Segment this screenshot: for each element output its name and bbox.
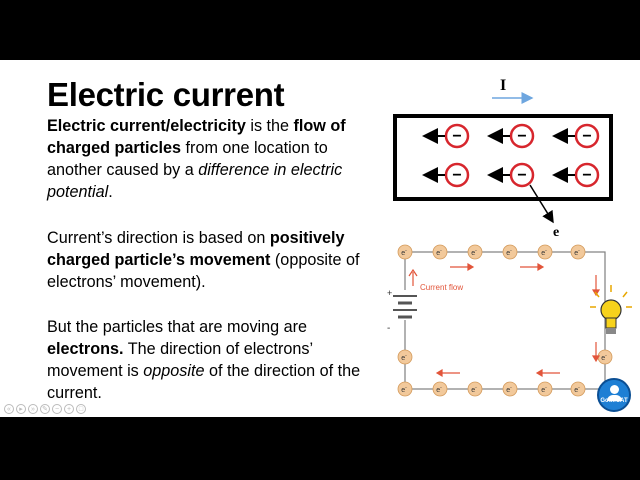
edit-icon[interactable]: ✎ xyxy=(40,404,50,414)
circuit-electron-label: e- xyxy=(574,385,580,394)
circuit-electron xyxy=(537,381,553,397)
paragraph-direction: Current’s direction is based on positive… xyxy=(47,229,360,291)
slide: Electric current Electric current/electr… xyxy=(0,60,640,417)
circuit-electron xyxy=(467,244,483,260)
electron-label: e xyxy=(553,225,559,240)
svg-text:−: − xyxy=(452,128,461,145)
circuit-electrons: e-e-e-e-e-e-e-e-e-e-e-e-e-e- xyxy=(397,244,613,397)
circuit-electron-label: e- xyxy=(471,385,477,394)
circuit-electron xyxy=(432,381,448,397)
circuit-electron xyxy=(502,381,518,397)
svg-text:−: − xyxy=(452,167,461,184)
electron-particle: − xyxy=(422,162,470,188)
play-icon[interactable]: ▸ xyxy=(16,404,26,414)
battery-plus-label: + xyxy=(387,288,392,298)
player-controls: « ▸ » ✎ − + □ xyxy=(4,404,86,414)
electron-particle: − xyxy=(487,123,535,149)
svg-text:−: − xyxy=(517,167,526,184)
current-arrows xyxy=(435,262,601,378)
paragraph-electrons: But the particles that are moving are el… xyxy=(47,318,361,402)
circuit-electron-label: e- xyxy=(541,385,547,394)
battery-minus-label: - xyxy=(387,323,390,334)
paragraph-definition: Electric current/electricity is the flow… xyxy=(47,117,346,201)
circuit-electron xyxy=(570,244,586,260)
circuit-electron xyxy=(397,349,413,365)
circuit-electron-label: e- xyxy=(401,248,407,257)
circuit-electron-label: e- xyxy=(436,385,442,394)
circuit-wire xyxy=(404,251,606,390)
circuit-electron-label: e- xyxy=(401,385,407,394)
circuit-electron xyxy=(502,244,518,260)
circuit-electron xyxy=(537,244,553,260)
current-flow-label: Current flow xyxy=(420,283,463,292)
svg-text:−: − xyxy=(582,128,591,145)
circuit-electron-label: e- xyxy=(506,248,512,257)
circuit-electron-label: e- xyxy=(574,248,580,257)
forward-icon[interactable]: » xyxy=(28,404,38,414)
circuit-electron xyxy=(397,244,413,260)
current-diagram: I − − − − − xyxy=(387,77,632,397)
electron-particle: − xyxy=(552,162,600,188)
circuit-electron-label: e- xyxy=(506,385,512,394)
current-label: I xyxy=(500,77,506,94)
circuit-electron-label: e- xyxy=(436,248,442,257)
zoom-out-icon[interactable]: − xyxy=(52,404,62,414)
circuit-electron-label: e- xyxy=(401,353,407,362)
electron-particle: − xyxy=(422,123,470,149)
lightbulb-icon xyxy=(590,285,632,334)
circuit-electron xyxy=(467,381,483,397)
fullscreen-icon[interactable]: □ xyxy=(76,404,86,414)
term-electric-current: Electric current/electricity xyxy=(47,117,246,135)
zoom-in-icon[interactable]: + xyxy=(64,404,74,414)
circuit-electron-label: e- xyxy=(471,248,477,257)
circuit-electron xyxy=(432,244,448,260)
electron-particle: − xyxy=(552,123,600,149)
conductor-box xyxy=(393,114,613,201)
svg-text:−: − xyxy=(582,167,591,184)
user-icon xyxy=(610,385,619,394)
gotmcat-logo: GotMCAT xyxy=(597,378,631,412)
slide-title: Electric current xyxy=(47,76,285,113)
circuit-electron-label: e- xyxy=(601,353,607,362)
battery-icon xyxy=(393,290,417,320)
rewind-icon[interactable]: « xyxy=(4,404,14,414)
electron-pointer-arrow xyxy=(529,184,554,224)
svg-text:−: − xyxy=(517,128,526,145)
circuit-electron xyxy=(570,381,586,397)
circuit-electron xyxy=(397,381,413,397)
electron-particle: − xyxy=(487,162,535,188)
circuit-electron-label: e- xyxy=(541,248,547,257)
